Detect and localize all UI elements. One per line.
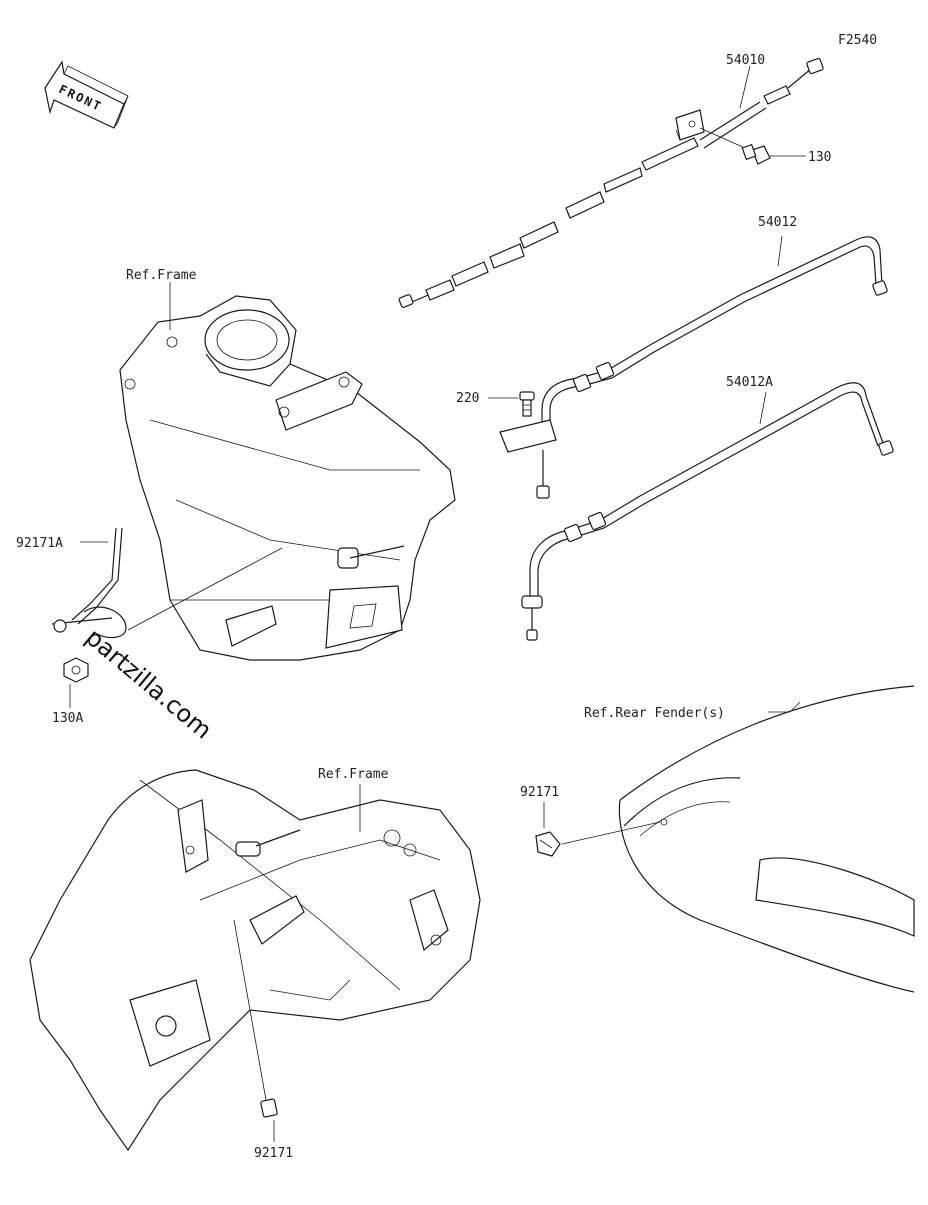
clutch-cable-54010 (398, 57, 824, 308)
front-arrow-icon: FRONT (44, 60, 129, 129)
clamp-92171-right-icon (535, 831, 561, 857)
clamp-92171-bottom-icon (233, 919, 278, 1118)
nut-130A-icon (63, 657, 89, 683)
label-ref-frame-bottom: Ref.Frame (318, 767, 389, 782)
rear-fender-illustration (618, 685, 915, 993)
label-54012A: 54012A (726, 375, 773, 390)
label-92171-right: 92171 (520, 785, 559, 800)
throttle-cable-54012A (521, 382, 894, 641)
frame-bottom-illustration (29, 769, 481, 1152)
diagram-id: F2540 (838, 33, 877, 48)
frame-top-illustration (119, 295, 456, 661)
label-92171-bottom: 92171 (254, 1146, 293, 1161)
label-54010: 54010 (726, 53, 765, 68)
label-130A: 130A (52, 711, 83, 726)
screw-220-icon (519, 391, 535, 417)
label-220: 220 (456, 391, 479, 406)
watermark: partzilla.com (80, 623, 217, 744)
label-ref-rear-fender: Ref.Rear Fender(s) (584, 706, 725, 721)
label-ref-frame-top: Ref.Frame (126, 268, 197, 283)
bolt-130-icon (699, 127, 771, 165)
label-92171A: 92171A (16, 536, 63, 551)
label-130: 130 (808, 150, 831, 165)
throttle-cable-54012 (499, 236, 888, 499)
label-54012: 54012 (758, 215, 797, 230)
clamp-92171A-icon (51, 527, 127, 639)
